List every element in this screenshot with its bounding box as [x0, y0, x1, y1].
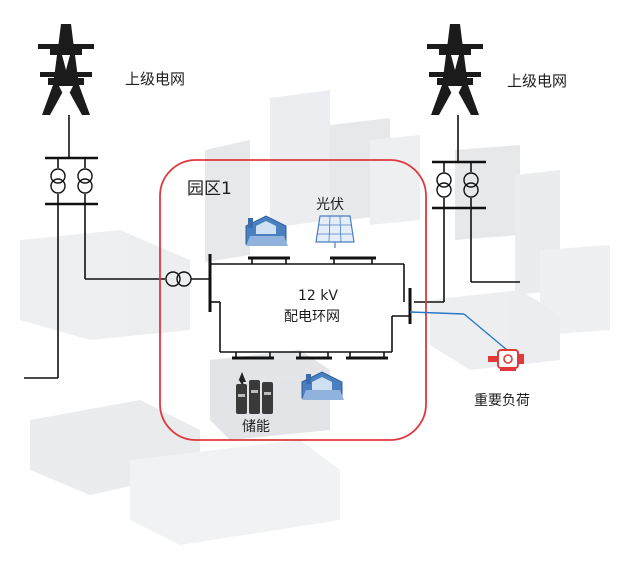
ring-network	[208, 254, 412, 360]
grid-right-label: 上级电网	[507, 72, 568, 90]
park-label: 园区1	[187, 179, 232, 199]
battery-storage-icon	[236, 372, 273, 414]
left-grid-transformer-icon	[50, 168, 93, 194]
left-feeder	[24, 115, 165, 379]
factory-icon	[245, 215, 288, 246]
right-feeder	[414, 115, 520, 303]
park-transformer-icon	[165, 271, 210, 287]
left-transmission-tower-icon	[38, 24, 94, 115]
ring-voltage-label: 12 kV	[298, 288, 338, 304]
pv-label: 光伏	[316, 197, 344, 213]
motor-load-icon	[488, 349, 524, 371]
critical-load-feeder	[409, 311, 508, 351]
solar-panel-icon	[315, 215, 355, 248]
park-boundary	[159, 159, 427, 441]
city-background	[20, 90, 610, 545]
grid-left-label: 上级电网	[125, 70, 186, 88]
storage-label: 储能	[242, 419, 270, 435]
right-transmission-tower-icon	[427, 24, 483, 115]
critical-load-label: 重要负荷	[474, 393, 530, 409]
right-grid-transformer-icon	[436, 172, 479, 198]
ring-name-label: 配电环网	[284, 309, 340, 325]
factory-icon-bottom	[301, 371, 344, 400]
